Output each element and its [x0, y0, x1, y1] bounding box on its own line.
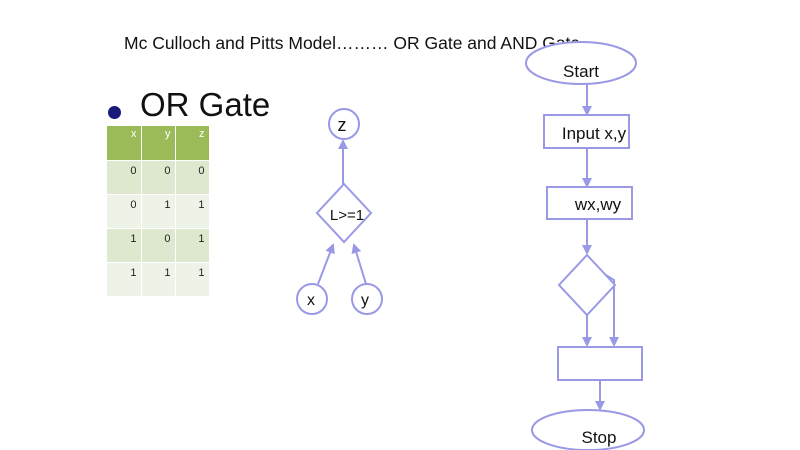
truth-table: x y z 0 0 0 0 1 1 1 0 1 1 1 1: [107, 126, 210, 297]
weights-box: [546, 186, 633, 220]
header-cell: z: [175, 126, 210, 161]
table-row: 1 1 1: [107, 262, 210, 297]
table-cell: 1: [107, 262, 142, 297]
header-cell: y: [141, 126, 176, 161]
slide-title: Mc Culloch and Pitts Model……… OR Gate an…: [124, 33, 581, 53]
output-node: [328, 108, 360, 140]
weights-box-label: wx,wy: [574, 195, 622, 214]
stop-node: [531, 409, 645, 450]
table-row: 0 0 0: [107, 160, 210, 195]
truth-table-header: x y z: [107, 126, 210, 161]
start-node: [525, 41, 637, 85]
header-cell: x: [107, 126, 142, 161]
input-x-label: x: [307, 292, 315, 309]
table-row: 0 1 1: [107, 194, 210, 229]
bullet-text: OR Gate: [140, 86, 271, 123]
table-cell: 1: [175, 194, 210, 229]
flowchart: Start Input x,y wx,wy Stop: [525, 41, 645, 450]
table-cell: 1: [175, 262, 210, 297]
threshold-label: L>=1: [330, 207, 364, 224]
neuron-diagram: z L>=1 x y: [296, 108, 383, 315]
process-box: [557, 346, 643, 381]
input-box-label: Input x,y: [562, 124, 627, 143]
input-y-node: [351, 283, 383, 315]
table-cell: 0: [141, 160, 176, 195]
decision-node: [557, 253, 617, 317]
table-cell: 1: [141, 262, 176, 297]
table-row: 1 0 1: [107, 228, 210, 263]
table-cell: 1: [141, 194, 176, 229]
table-cell: 0: [175, 160, 210, 195]
arrow-y-to-threshold: [351, 243, 367, 285]
table-cell: 0: [107, 194, 142, 229]
input-box: [543, 114, 630, 149]
table-cell: 0: [141, 228, 176, 263]
arrow-x-to-threshold: [317, 243, 335, 285]
threshold-node: [315, 182, 373, 244]
start-label: Start: [563, 62, 599, 81]
stop-label: Stop: [582, 428, 617, 447]
table-cell: 1: [107, 228, 142, 263]
bullet-dot-icon: [108, 106, 121, 119]
input-y-label: y: [361, 292, 369, 309]
table-cell: 1: [175, 228, 210, 263]
input-x-node: [296, 283, 328, 315]
table-cell: 0: [107, 160, 142, 195]
output-node-label: z: [338, 115, 347, 135]
